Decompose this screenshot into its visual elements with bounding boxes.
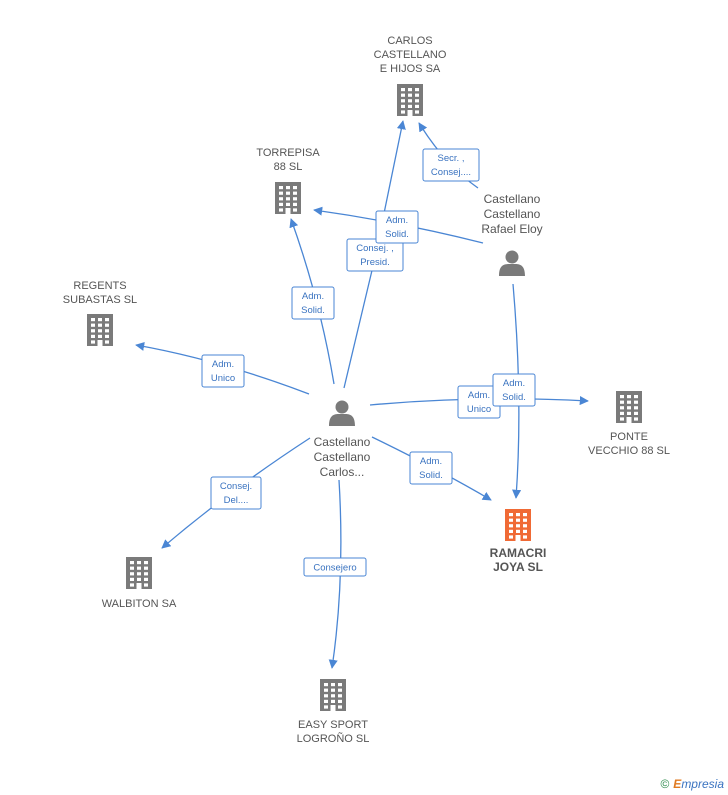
node-label-line: VECCHIO 88 SL xyxy=(588,445,670,457)
node-label-line: E HIJOS SA xyxy=(380,63,441,75)
node-ponte[interactable]: PONTE VECCHIO 88 SL xyxy=(588,391,670,457)
nodes-layer: CARLOS CASTELLANO E HIJOS SA TORREPISA 88 SL… xyxy=(63,35,670,745)
edge-label-text: Solid. xyxy=(385,229,409,240)
node-label-line: Castellano xyxy=(314,450,371,464)
node-label-line: CASTELLANO xyxy=(374,49,447,61)
edge-label-box xyxy=(201,354,245,388)
edge-label-box xyxy=(210,476,262,510)
edge-label-box xyxy=(422,148,480,182)
edge-label-text: Adm. xyxy=(212,359,234,370)
edge-label-text: Consej. , xyxy=(356,243,394,254)
edge-label-text: Adm. xyxy=(386,215,408,226)
edge-label-text: Solid. xyxy=(502,392,526,403)
building-icon xyxy=(320,679,346,711)
edge-label-c-torrepisa[interactable]: Adm. Solid. xyxy=(291,286,335,320)
node-carlos-sa[interactable]: CARLOS CASTELLANO E HIJOS SA xyxy=(374,35,447,116)
node-label-line: 88 SL xyxy=(274,161,303,173)
edge-label-text: Unico xyxy=(467,404,491,415)
edge-label-c-regents[interactable]: Adm. Unico xyxy=(201,354,245,388)
edge-label-c-carlossa[interactable]: Consej. , Presid. xyxy=(346,238,404,272)
node-label-line: LOGROÑO SL xyxy=(297,732,370,745)
brand-footer: ©Empresia xyxy=(660,777,724,791)
node-label-line: TORREPISA xyxy=(256,147,320,159)
node-label-line: RAMACRI xyxy=(490,546,547,560)
edge-label-text: Secr. , xyxy=(438,153,465,164)
edge-label-r-carlossa[interactable]: Secr. , Consej.... xyxy=(422,148,480,182)
edge-label-text: Adm. xyxy=(420,456,442,467)
edge-label-box xyxy=(492,373,536,407)
edge-label-text: Presid. xyxy=(360,257,390,268)
building-icon xyxy=(87,314,113,346)
node-label-line: PONTE xyxy=(610,431,648,443)
edge-label-text: Unico xyxy=(211,373,235,384)
building-icon xyxy=(616,391,642,423)
edge-label-text: Consej. xyxy=(220,481,252,492)
node-label-line: REGENTS xyxy=(73,280,126,292)
edge-label-c-easy[interactable]: Consejero xyxy=(303,557,367,577)
node-label-line: Carlos... xyxy=(320,465,365,479)
node-label-line: SUBASTAS SL xyxy=(63,294,137,306)
edge-label-text: Consej.... xyxy=(431,167,471,178)
node-label-line: Castellano xyxy=(484,207,541,221)
edge-label-box xyxy=(346,238,404,272)
node-carlos[interactable]: CastellanoCastellanoCarlos... xyxy=(314,400,371,480)
node-label-line: Rafael Eloy xyxy=(481,222,542,236)
edge-label-text: Del.... xyxy=(224,495,249,506)
node-label-line: EASY SPORT xyxy=(298,719,368,731)
edge-label-c-walbiton[interactable]: Consej. Del.... xyxy=(210,476,262,510)
node-label-line: WALBITON SA xyxy=(102,598,177,610)
edge-c-easy xyxy=(328,479,342,669)
edge-labels-layer: Consej. ,Presid.Adm.Solid.Adm.UnicoAdm.U… xyxy=(201,148,536,577)
node-label-line: Castellano xyxy=(484,192,541,206)
edge-label-text: Solid. xyxy=(419,470,443,481)
edge-label-box xyxy=(375,210,419,244)
edge-label-text: Solid. xyxy=(301,305,325,316)
edge-label-r-torrepisa[interactable]: Adm. Solid. xyxy=(375,210,419,244)
building-icon xyxy=(275,182,301,214)
brand-name: mpresia xyxy=(681,777,724,791)
edge-label-text: Adm. xyxy=(302,291,324,302)
edge-label-c-ponte[interactable]: Adm. Unico xyxy=(457,385,501,419)
person-icon xyxy=(499,250,525,276)
edge-label-r-ramacri[interactable]: Adm. Solid. xyxy=(492,373,536,407)
node-torrepisa[interactable]: TORREPISA 88 SL xyxy=(256,147,320,214)
edge-label-box xyxy=(409,451,453,485)
edge-label-text: Consejero xyxy=(313,563,356,574)
brand-initial: E xyxy=(673,777,682,791)
node-label-line: JOYA SL xyxy=(493,560,543,574)
person-icon xyxy=(329,400,355,426)
building-icon xyxy=(397,84,423,116)
node-label-line: Castellano xyxy=(314,435,371,449)
copyright-symbol: © xyxy=(660,777,670,791)
edge-label-text: Adm. xyxy=(503,378,525,389)
node-regents[interactable]: REGENTS SUBASTAS SL xyxy=(63,280,137,346)
edge-label-c-ramacri[interactable]: Adm. Solid. xyxy=(409,451,453,485)
building-icon xyxy=(505,509,531,541)
edge-label-text: Adm. xyxy=(468,390,490,401)
building-icon xyxy=(126,557,152,589)
edge-label-box xyxy=(291,286,335,320)
edge-label-box xyxy=(303,557,367,577)
node-label-line: CARLOS xyxy=(387,35,432,47)
node-walbiton[interactable]: WALBITON SA xyxy=(102,557,177,610)
